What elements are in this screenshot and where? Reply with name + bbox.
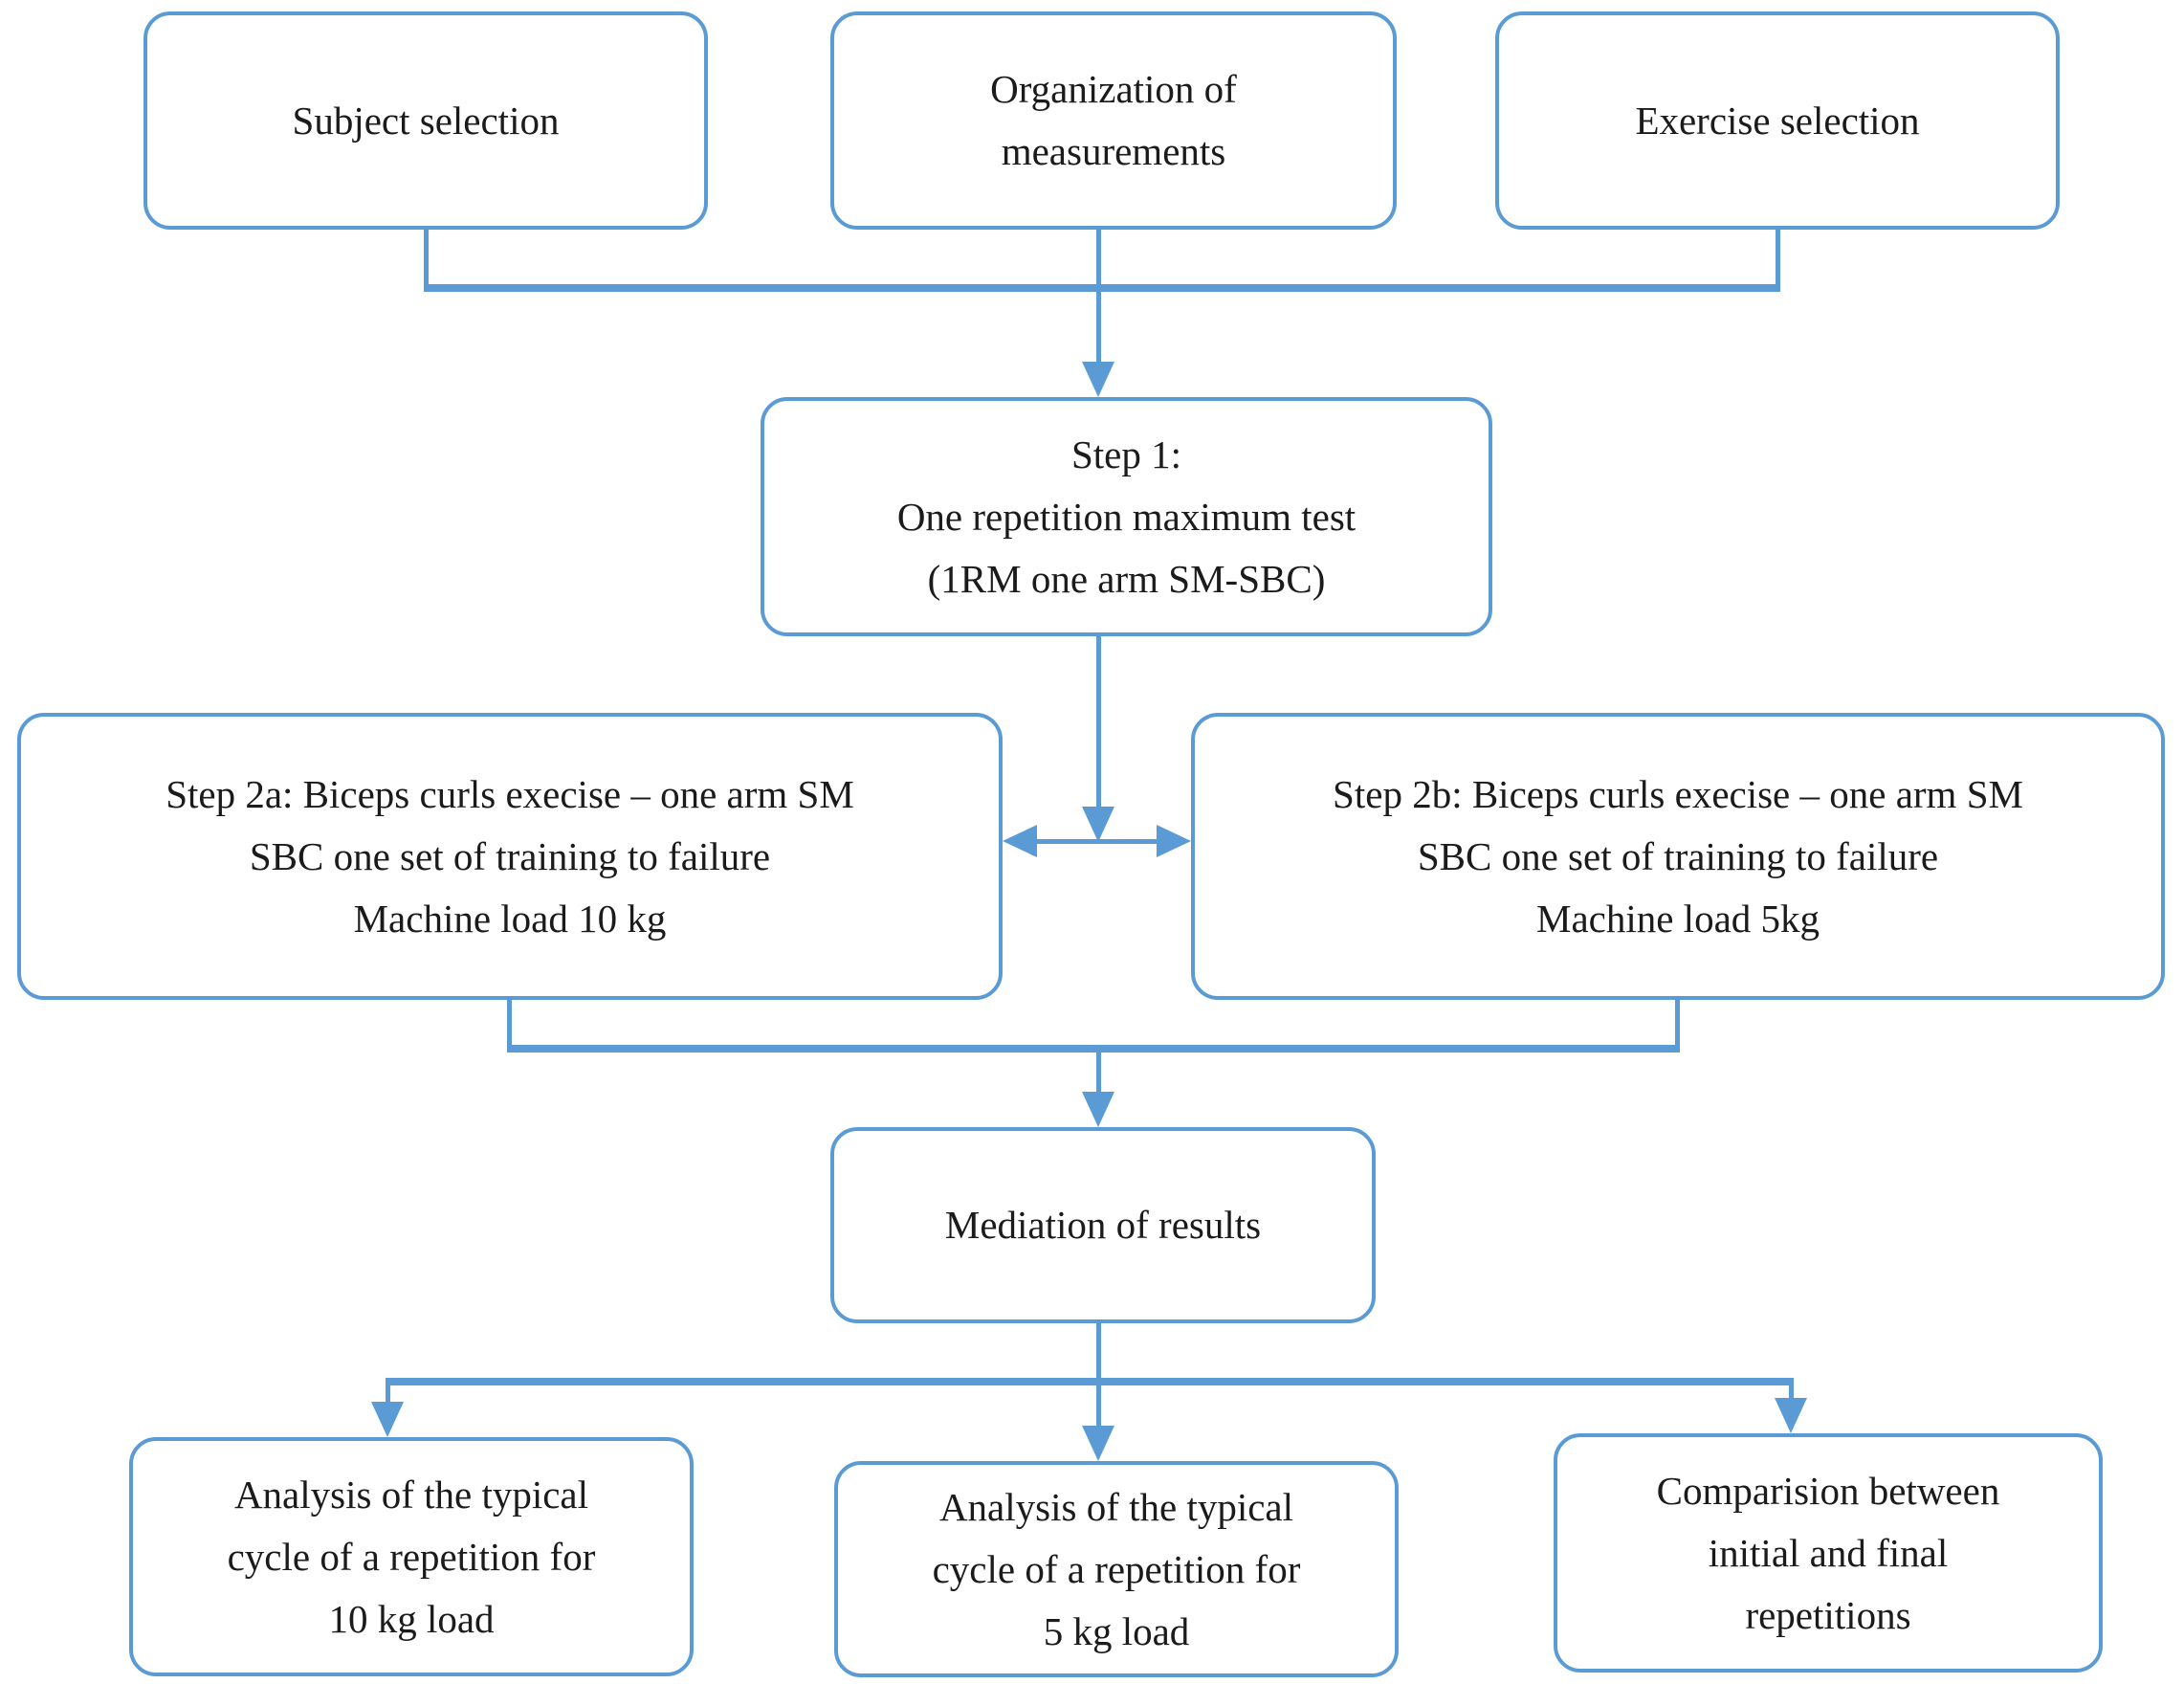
node-analysis-10kg: Analysis of the typical cycle of a repet…: [129, 1437, 694, 1676]
arrowhead-right-icon: [1157, 825, 1191, 857]
arrowhead-down-icon: [1775, 1398, 1807, 1433]
connector-line: [1096, 1323, 1101, 1385]
node-analysis-10kg-label: Analysis of the typical cycle of a repet…: [227, 1472, 596, 1641]
node-subject-selection-label: Subject selection: [292, 98, 560, 143]
connector-line: [1776, 230, 1780, 292]
connector-bus: [507, 1045, 1680, 1052]
node-step2b-label: Step 2b: Biceps curls execise – one arm …: [1333, 771, 2023, 941]
connector-bus: [386, 1378, 1794, 1385]
connector-line: [1096, 1378, 1101, 1428]
node-step2a: Step 2a: Biceps curls execise – one arm …: [17, 713, 1003, 1000]
node-exercise-selection: Exercise selection: [1495, 11, 2060, 230]
connector-line: [507, 1000, 512, 1052]
arrowhead-down-icon: [1082, 1426, 1114, 1461]
node-step1-label: Step 1: One repetition maximum test (1RM…: [896, 432, 1357, 601]
node-analysis-5kg-label: Analysis of the typical cycle of a repet…: [932, 1484, 1301, 1653]
connector-line: [1033, 839, 1159, 844]
arrowhead-down-icon: [1082, 1092, 1114, 1127]
node-mediation: Mediation of results: [830, 1127, 1376, 1323]
connector-line: [1096, 230, 1101, 365]
connector-line: [1096, 1045, 1101, 1093]
arrowhead-down-icon: [1082, 362, 1114, 397]
arrowhead-left-icon: [1003, 825, 1037, 857]
node-comparison: Comparision between initial and final re…: [1554, 1433, 2103, 1673]
node-exercise-selection-label: Exercise selection: [1635, 98, 1920, 143]
arrowhead-down-icon: [1082, 807, 1114, 842]
connector-line: [1675, 1000, 1680, 1052]
node-mediation-label: Mediation of results: [944, 1203, 1262, 1247]
node-organization-of-measurements: Organization of measurements: [830, 11, 1397, 230]
node-step2b: Step 2b: Biceps curls execise – one arm …: [1191, 713, 2165, 1000]
node-step2a-label: Step 2a: Biceps curls execise – one arm …: [165, 771, 854, 941]
node-analysis-5kg: Analysis of the typical cycle of a repet…: [834, 1461, 1399, 1677]
connector-bus: [424, 284, 1780, 292]
node-comparison-label: Comparision between initial and final re…: [1656, 1468, 2000, 1637]
connector-line: [1789, 1378, 1794, 1402]
connector-line: [386, 1378, 390, 1405]
node-subject-selection: Subject selection: [143, 11, 708, 230]
connector-line: [424, 230, 429, 292]
node-organization-of-measurements-label: Organization of measurements: [990, 67, 1237, 173]
arrowhead-down-icon: [371, 1402, 404, 1437]
connector-line: [1096, 636, 1101, 811]
node-step1: Step 1: One repetition maximum test (1RM…: [761, 397, 1492, 636]
